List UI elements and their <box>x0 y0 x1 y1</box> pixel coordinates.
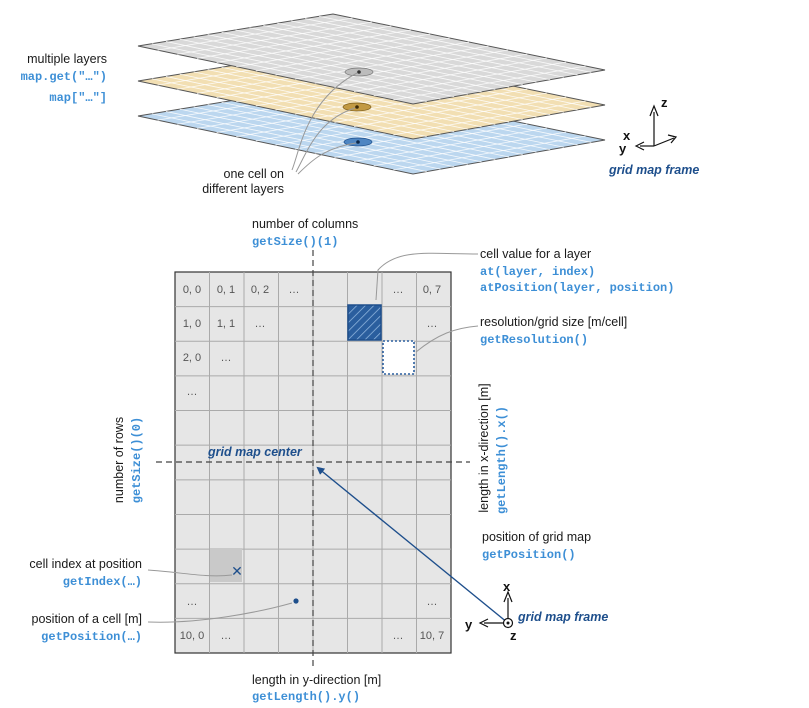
cell-label-2-0: 2, 0 <box>183 352 201 364</box>
layer-bottom-cell-dot <box>356 140 360 144</box>
cell-label-0-6: … <box>393 284 404 296</box>
top-axis-z: z <box>661 95 668 110</box>
x-length-label: length in x-direction [m] <box>477 383 491 512</box>
bottom-axis-z: z <box>510 628 517 643</box>
layer-top-gridline <box>275 41 470 76</box>
multiple-layers-label: multiple layers <box>27 52 107 66</box>
bottom-frame-label: grid map frame <box>517 610 608 624</box>
index-cell <box>210 548 242 582</box>
cell-label-9-7: … <box>427 596 438 608</box>
cell-value-label: cell value for a layer <box>480 247 591 261</box>
layer-top-gridline <box>291 20 564 78</box>
top-frame-axes <box>634 104 678 151</box>
top-axis-x: x <box>623 128 631 143</box>
layer-top-gridline <box>334 53 528 88</box>
cell-value-code-atposition: atPosition(layer, position) <box>480 281 674 295</box>
cell-label-10-7: 10, 7 <box>420 630 444 642</box>
hatched-cell <box>347 304 382 341</box>
layer-top-gray <box>137 13 606 105</box>
cell-label-0-7: 0, 7 <box>423 284 441 296</box>
layer-mid-gridline <box>393 100 586 136</box>
leader-line-top-cell <box>291 72 358 171</box>
resolution-label: resolution/grid size [m/cell] <box>480 315 627 329</box>
cell-label-10-0: 10, 0 <box>180 630 204 642</box>
cell-label-10-6: … <box>393 630 404 642</box>
one-cell-label-line2: different layers <box>202 182 284 196</box>
layer-mid-cell-dot <box>355 105 359 109</box>
rows-label: number of rows <box>112 417 126 503</box>
layer-top-gridline <box>277 22 551 81</box>
x-length-code: getLength().x() <box>495 406 509 514</box>
layer-top-gridline <box>373 61 567 97</box>
top-axis-y: y <box>619 141 627 156</box>
bottom-axis-x: x <box>503 579 511 594</box>
y-length-label: length in y-direction [m] <box>252 673 381 687</box>
leader-line-bottom-cell <box>297 142 357 175</box>
resolution-code: getResolution() <box>480 333 588 347</box>
resolution-cell <box>382 340 415 375</box>
leader-cell-index <box>147 569 233 577</box>
leader-cell-position <box>147 602 293 623</box>
cell-label-1-0: 1, 0 <box>183 318 201 330</box>
cell-labels: 0, 0 0, 1 0, 2 … … 0, 7 1, 0 1, 1 … … 2,… <box>180 284 444 642</box>
cell-index-code: getIndex(…) <box>63 575 142 589</box>
cell-position-dot <box>293 598 299 604</box>
cell-label-0-3: … <box>289 284 300 296</box>
layer-top-gridline <box>354 57 547 92</box>
layer-bottom-gridline <box>373 131 567 167</box>
layer-bottom-gridline <box>334 123 528 158</box>
cell-label-0-1: 0, 1 <box>217 284 235 296</box>
layer-bottom-gridline <box>354 127 547 162</box>
grid-position-label: position of grid map <box>482 530 591 544</box>
columns-code: getSize()(1) <box>252 235 338 249</box>
layer-top-gridline <box>295 45 489 80</box>
layer-top-gridline <box>318 15 592 73</box>
layer-mid-gridline <box>373 96 567 132</box>
map-get-code: map.get("…") <box>21 70 107 84</box>
grid-position-code: getPosition() <box>482 548 576 562</box>
map-bracket-code: map["…"] <box>49 91 107 105</box>
cell-label-1-1: 1, 1 <box>217 318 235 330</box>
grid-map-center-label: grid map center <box>207 445 303 459</box>
y-length-code: getLength().y() <box>252 690 360 704</box>
cell-label-1-2: … <box>255 318 266 330</box>
layer-top-gridline <box>305 18 578 76</box>
cell-position-code: getPosition(…) <box>41 630 142 644</box>
bottom-axis-y: y <box>465 617 473 632</box>
cell-label-0-2: 0, 2 <box>251 284 269 296</box>
columns-label: number of columns <box>252 217 358 231</box>
cell-label-0-0: 0, 0 <box>183 284 201 296</box>
layer-top-cell-dot <box>357 70 361 74</box>
cell-index-label: cell index at position <box>29 557 142 571</box>
top-frame-label: grid map frame <box>608 163 699 177</box>
position-vector-arrow <box>316 466 509 624</box>
cell-label-9-0: … <box>187 596 198 608</box>
layer-mid-gridline <box>354 92 547 127</box>
cell-label-2-1: … <box>221 352 232 364</box>
cell-label-3-0: … <box>187 386 198 398</box>
cell-value-code-at: at(layer, index) <box>480 265 595 279</box>
layer-top-gridline <box>263 25 537 83</box>
layer-mid-gridline <box>334 88 528 123</box>
layer-top-gridline <box>393 65 586 101</box>
leader-line-mid-cell <box>295 107 356 173</box>
layer-top-gridline <box>314 49 508 84</box>
leader-resolution <box>415 325 479 353</box>
cell-label-10-1: … <box>221 630 232 642</box>
bottom-frame-axes <box>478 590 514 629</box>
one-cell-label-line1: one cell on <box>224 167 285 181</box>
layer-bottom-gridline <box>393 135 586 171</box>
cell-index-marker: ✕ <box>231 564 243 580</box>
leader-cell-value <box>375 252 479 301</box>
layer-stack <box>137 13 606 175</box>
layer-top-gridline <box>249 27 523 85</box>
rows-code: getSize()(0) <box>130 417 144 503</box>
cell-position-label: position of a cell [m] <box>32 612 142 626</box>
cell-label-1-7: … <box>427 318 438 330</box>
